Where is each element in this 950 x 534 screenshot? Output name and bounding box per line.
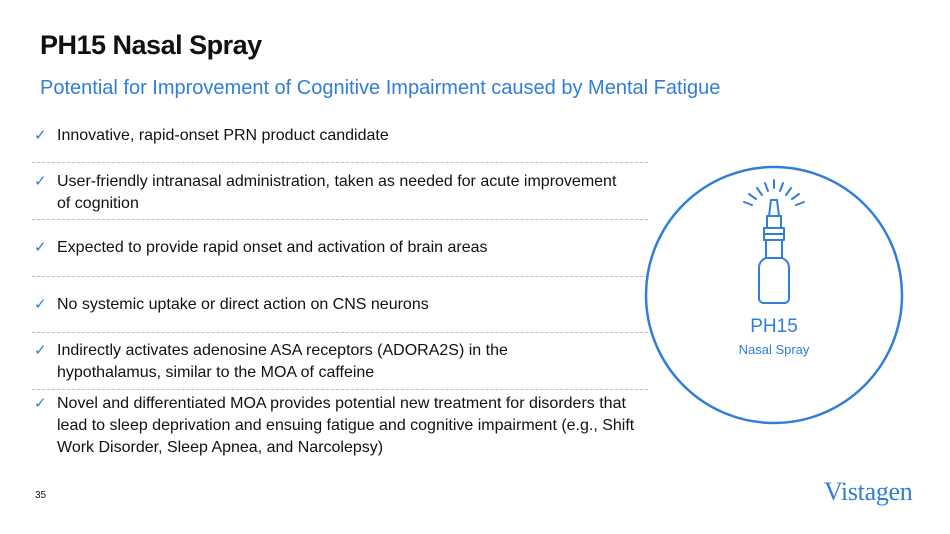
page-title: PH15 Nasal Spray <box>40 30 262 60</box>
bullet-text: No systemic uptake or direct action on C… <box>57 296 429 313</box>
badge-circle <box>644 165 904 425</box>
bullet-item: ✓ Novel and differentiated MOA provides … <box>32 393 637 459</box>
bullet-item: ✓ Expected to provide rapid onset and ac… <box>32 237 657 259</box>
divider <box>32 332 648 333</box>
check-icon: ✓ <box>34 296 47 313</box>
product-badge: PH15 Nasal Spray <box>643 164 905 426</box>
bullet-item: ✓ No systemic uptake or direct action on… <box>32 294 657 316</box>
bullet-text: User-friendly intranasal administration,… <box>57 173 617 212</box>
divider <box>32 162 648 163</box>
check-icon: ✓ <box>34 173 47 190</box>
company-logo: Vistagen <box>824 477 913 506</box>
nasal-spray-icon <box>743 179 805 304</box>
check-icon: ✓ <box>34 127 47 144</box>
badge-subtitle: Nasal Spray <box>738 342 810 357</box>
page-number: 35 <box>35 490 47 501</box>
bullet-text: Novel and differentiated MOA provides po… <box>57 395 635 456</box>
bullet-item: ✓ Innovative, rapid-onset PRN product ca… <box>32 125 657 147</box>
bullet-text: Expected to provide rapid onset and acti… <box>57 239 488 256</box>
divider <box>32 389 648 390</box>
divider <box>32 219 648 220</box>
check-icon: ✓ <box>34 395 47 412</box>
page-subtitle: Potential for Improvement of Cognitive I… <box>40 77 721 99</box>
bullet-text: Indirectly activates adenosine ASA recep… <box>57 342 508 381</box>
badge-title: PH15 <box>750 316 798 337</box>
bullet-text: Innovative, rapid-onset PRN product cand… <box>57 127 389 144</box>
bullet-item: ✓ Indirectly activates adenosine ASA rec… <box>32 340 602 384</box>
divider <box>32 276 648 277</box>
check-icon: ✓ <box>34 342 47 359</box>
check-icon: ✓ <box>34 239 47 256</box>
bullet-item: ✓ User-friendly intranasal administratio… <box>32 171 632 215</box>
